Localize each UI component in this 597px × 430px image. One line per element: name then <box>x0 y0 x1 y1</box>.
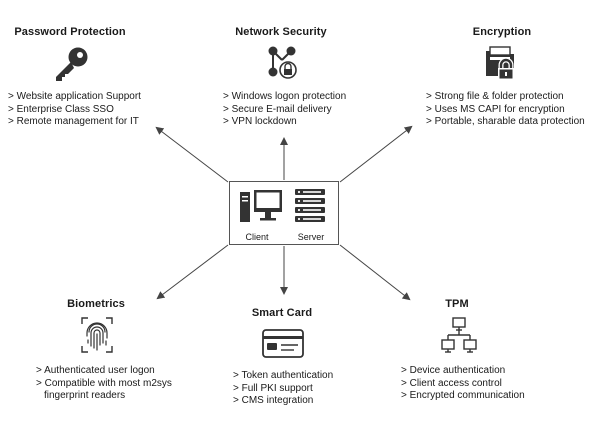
biometrics-title: Biometrics <box>67 298 125 310</box>
client-label: Client <box>245 232 269 242</box>
fingerprint-icon <box>81 317 113 353</box>
list-item: > Compatible with most m2sys <box>36 377 172 389</box>
tpm-list: > Device authentication > Client access … <box>401 365 525 403</box>
client-server-box: Client Server <box>229 181 339 245</box>
network-computers-icon <box>441 317 477 353</box>
list-item: > Website application Support <box>8 91 141 102</box>
smart-card-title: Smart Card <box>251 307 313 319</box>
encryption-list: > Strong file & folder protection > Uses… <box>426 91 585 129</box>
list-item: > Client access control <box>401 377 502 389</box>
network-security-title: Network Security <box>235 26 327 38</box>
encryption-title: Encryption <box>472 26 532 38</box>
network-security-list: > Windows logon protection > Secure E-ma… <box>223 91 346 129</box>
list-item: > CMS integration <box>233 395 314 406</box>
tpm-title: TPM <box>445 298 469 310</box>
smart-card-icon <box>262 329 304 358</box>
folder-lock-icon <box>486 46 514 80</box>
biometrics-list: > Authenticated user logon > Compatible … <box>36 365 172 403</box>
arrow-to-encryption <box>339 125 413 183</box>
list-item: > Token authentication <box>233 370 334 381</box>
arrow-to-password <box>155 126 229 183</box>
password-protection-list: > Website application Support > Enterpri… <box>8 91 141 129</box>
list-item: > Strong file & folder protection <box>426 91 564 102</box>
list-item: > Enterprise Class SSO <box>8 103 114 115</box>
list-item: > Device authentication <box>401 365 506 376</box>
client-computer-icon <box>240 190 282 222</box>
list-item: > VPN lockdown <box>223 116 297 127</box>
list-item: > Windows logon protection <box>223 91 347 102</box>
list-item: fingerprint readers <box>44 390 126 401</box>
password-protection-title: Password Protection <box>14 26 126 38</box>
list-item: > Full PKI support <box>233 382 313 394</box>
list-item: > Authenticated user logon <box>36 365 155 376</box>
list-item: > Secure E-mail delivery <box>223 103 332 115</box>
list-item: > Portable, sharable data protection <box>426 116 585 127</box>
key-icon <box>56 47 88 81</box>
arrow-to-biometrics <box>156 244 229 300</box>
list-item: > Uses MS CAPI for encryption <box>426 103 565 115</box>
server-label: Server <box>297 232 325 242</box>
smart-card-list: > Token authentication > Full PKI suppor… <box>233 370 333 408</box>
server-rack-icon <box>295 189 325 222</box>
list-item: > Remote management for IT <box>8 116 139 127</box>
network-lock-icon <box>268 46 297 79</box>
list-item: > Encrypted communication <box>401 390 525 401</box>
arrow-to-tpm <box>339 244 411 301</box>
